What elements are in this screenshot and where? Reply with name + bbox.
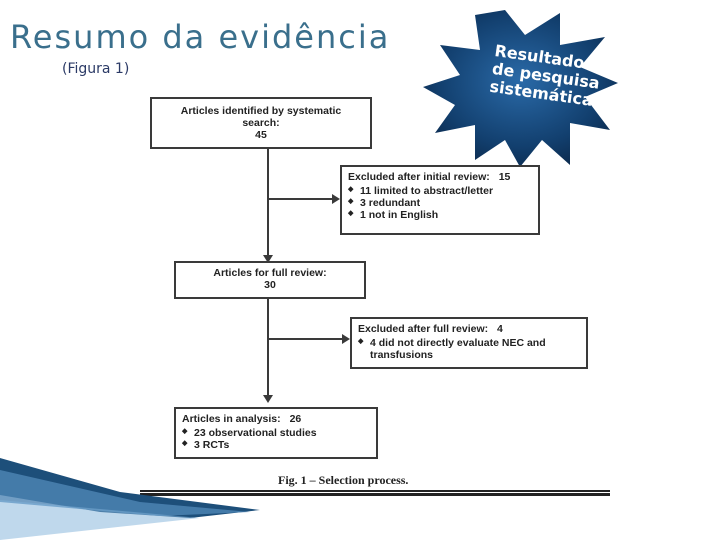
connector-main-2 <box>267 299 269 395</box>
list-item: 11 limited to abstract/letter <box>348 185 532 197</box>
box-excluded-full: Excluded after full review: 4 4 did not … <box>350 317 588 369</box>
list-item: 1 not in English <box>348 209 532 221</box>
excluded-full-count: 4 <box>497 323 503 335</box>
list-item: 23 observational studies <box>182 427 370 439</box>
connector-branch-2 <box>268 338 344 340</box>
excluded-initial-header: Excluded after initial review: <box>348 171 490 183</box>
full-review-label: Articles for full review: <box>213 267 327 279</box>
starburst-shape <box>423 10 618 167</box>
box-full-review: Articles for full review: 30 <box>174 261 366 299</box>
arrowhead-4 <box>263 395 273 403</box>
excluded-initial-list: 11 limited to abstract/letter 3 redundan… <box>348 185 532 221</box>
list-item: 3 redundant <box>348 197 532 209</box>
connector-main-1 <box>267 149 269 261</box>
selection-flowchart: Articles identified by systematic search… <box>148 95 618 495</box>
list-item: 4 did not directly evaluate NEC and tran… <box>358 337 570 361</box>
excluded-full-header-row: Excluded after full review: 4 <box>358 323 580 335</box>
figure-caption: Fig. 1 – Selection process. <box>278 473 409 487</box>
excluded-full-header: Excluded after full review: <box>358 323 489 335</box>
corner-swoosh-decoration <box>0 458 260 540</box>
excluded-initial-header-row: Excluded after initial review: 15 <box>348 171 532 183</box>
analysis-header: Articles in analysis: <box>182 413 281 425</box>
arrowhead-3 <box>342 334 350 344</box>
caption-rule-thick <box>140 493 610 496</box>
slide-title: Resumo da evidência <box>10 18 391 56</box>
identified-line2: search: <box>242 117 280 129</box>
arrowhead-1 <box>332 194 340 204</box>
box-identified: Articles identified by systematic search… <box>150 97 372 149</box>
list-item: 3 RCTs <box>182 439 370 451</box>
analysis-header-row: Articles in analysis: 26 <box>182 413 370 425</box>
full-review-count: 30 <box>264 279 276 291</box>
arrowhead-2 <box>263 255 273 263</box>
box-analysis: Articles in analysis: 26 23 observationa… <box>174 407 378 459</box>
starburst-badge <box>420 5 620 170</box>
excluded-full-list: 4 did not directly evaluate NEC and tran… <box>358 337 580 361</box>
analysis-count: 26 <box>289 413 302 425</box>
caption-rule-thin <box>140 490 610 492</box>
figure-reference: (Figura 1) <box>62 61 130 77</box>
analysis-list: 23 observational studies 3 RCTs <box>182 427 370 451</box>
identified-line1: Articles identified by systematic <box>180 105 342 117</box>
identified-count: 45 <box>255 129 267 141</box>
connector-branch-1 <box>268 198 334 200</box>
box-excluded-initial: Excluded after initial review: 15 11 lim… <box>340 165 540 235</box>
excluded-initial-count: 15 <box>498 171 511 183</box>
